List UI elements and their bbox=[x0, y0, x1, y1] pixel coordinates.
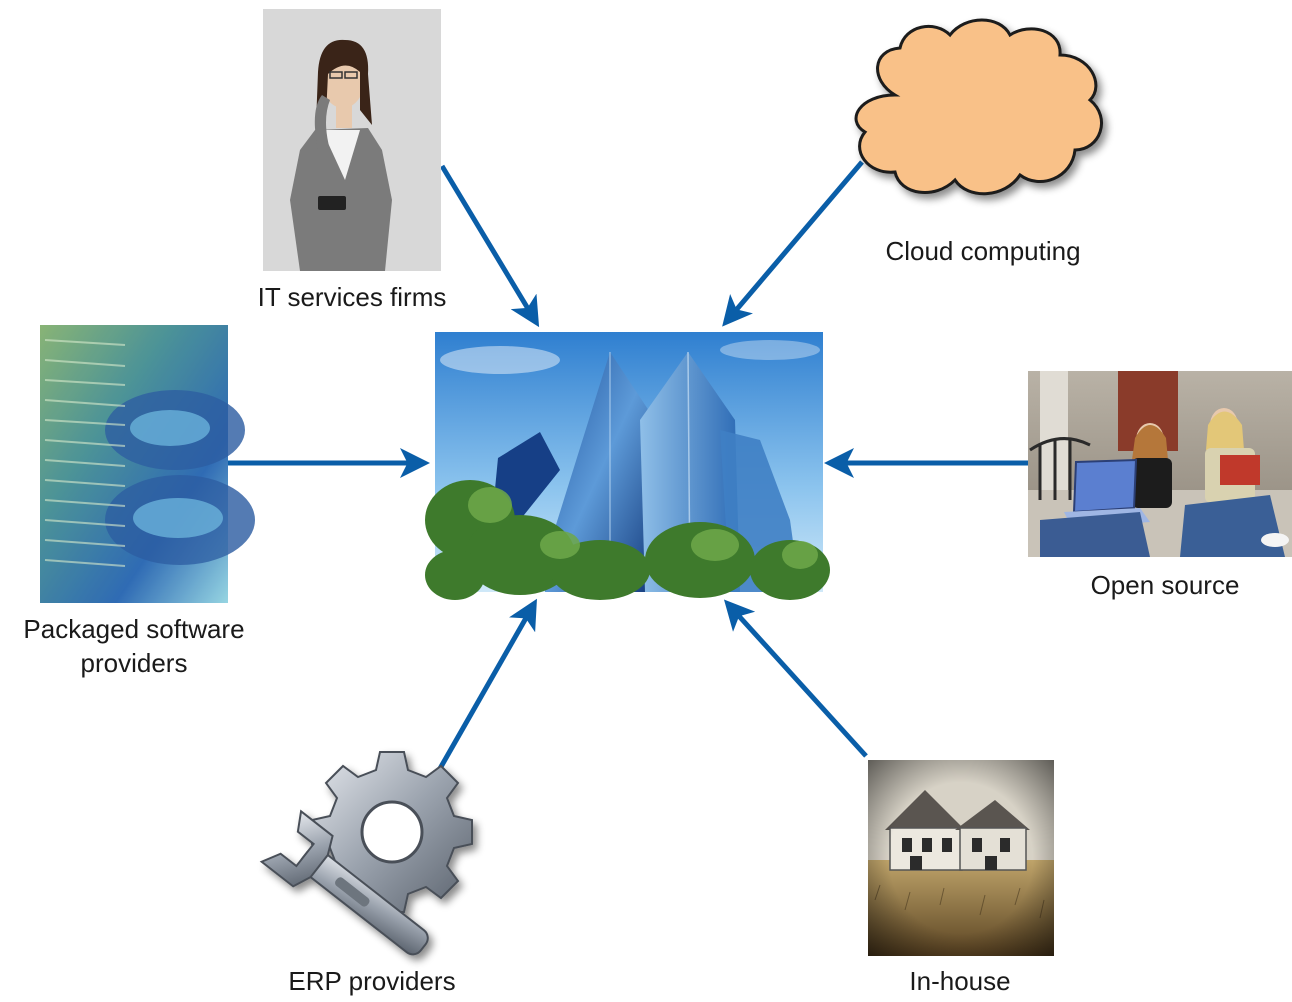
building-photo bbox=[425, 332, 830, 600]
gear-wrench-icon bbox=[259, 751, 473, 956]
label-in-house: In-house bbox=[880, 964, 1040, 998]
label-cloud: Cloud computing bbox=[858, 234, 1108, 268]
label-packaged: Packaged software providers bbox=[4, 612, 264, 680]
cloud-icon bbox=[854, 18, 1103, 196]
farmhouse-photo bbox=[868, 760, 1054, 956]
label-erp: ERP providers bbox=[262, 964, 482, 998]
label-packaged-line-1: Packaged software bbox=[23, 614, 245, 644]
label-erp-line-1: ERP providers bbox=[288, 966, 456, 996]
label-it-services: IT services firms bbox=[232, 280, 472, 314]
arrow-cloud bbox=[722, 160, 864, 327]
label-in-house-line-1: In-house bbox=[909, 966, 1011, 996]
arrow-it-services bbox=[439, 164, 540, 328]
label-packaged-line-2: providers bbox=[80, 648, 188, 678]
cd-stack-photo bbox=[40, 325, 255, 603]
arrow-in-house bbox=[723, 599, 868, 758]
label-open-source-line-1: Open source bbox=[1090, 570, 1240, 600]
students-laptops-photo bbox=[1028, 371, 1292, 557]
arrow-erp bbox=[427, 598, 537, 788]
label-open-source: Open source bbox=[1060, 568, 1270, 602]
businesswoman-photo bbox=[263, 9, 441, 271]
label-cloud-line-1: Cloud computing bbox=[885, 236, 1081, 266]
label-it-services-line-1: IT services firms bbox=[257, 282, 447, 312]
